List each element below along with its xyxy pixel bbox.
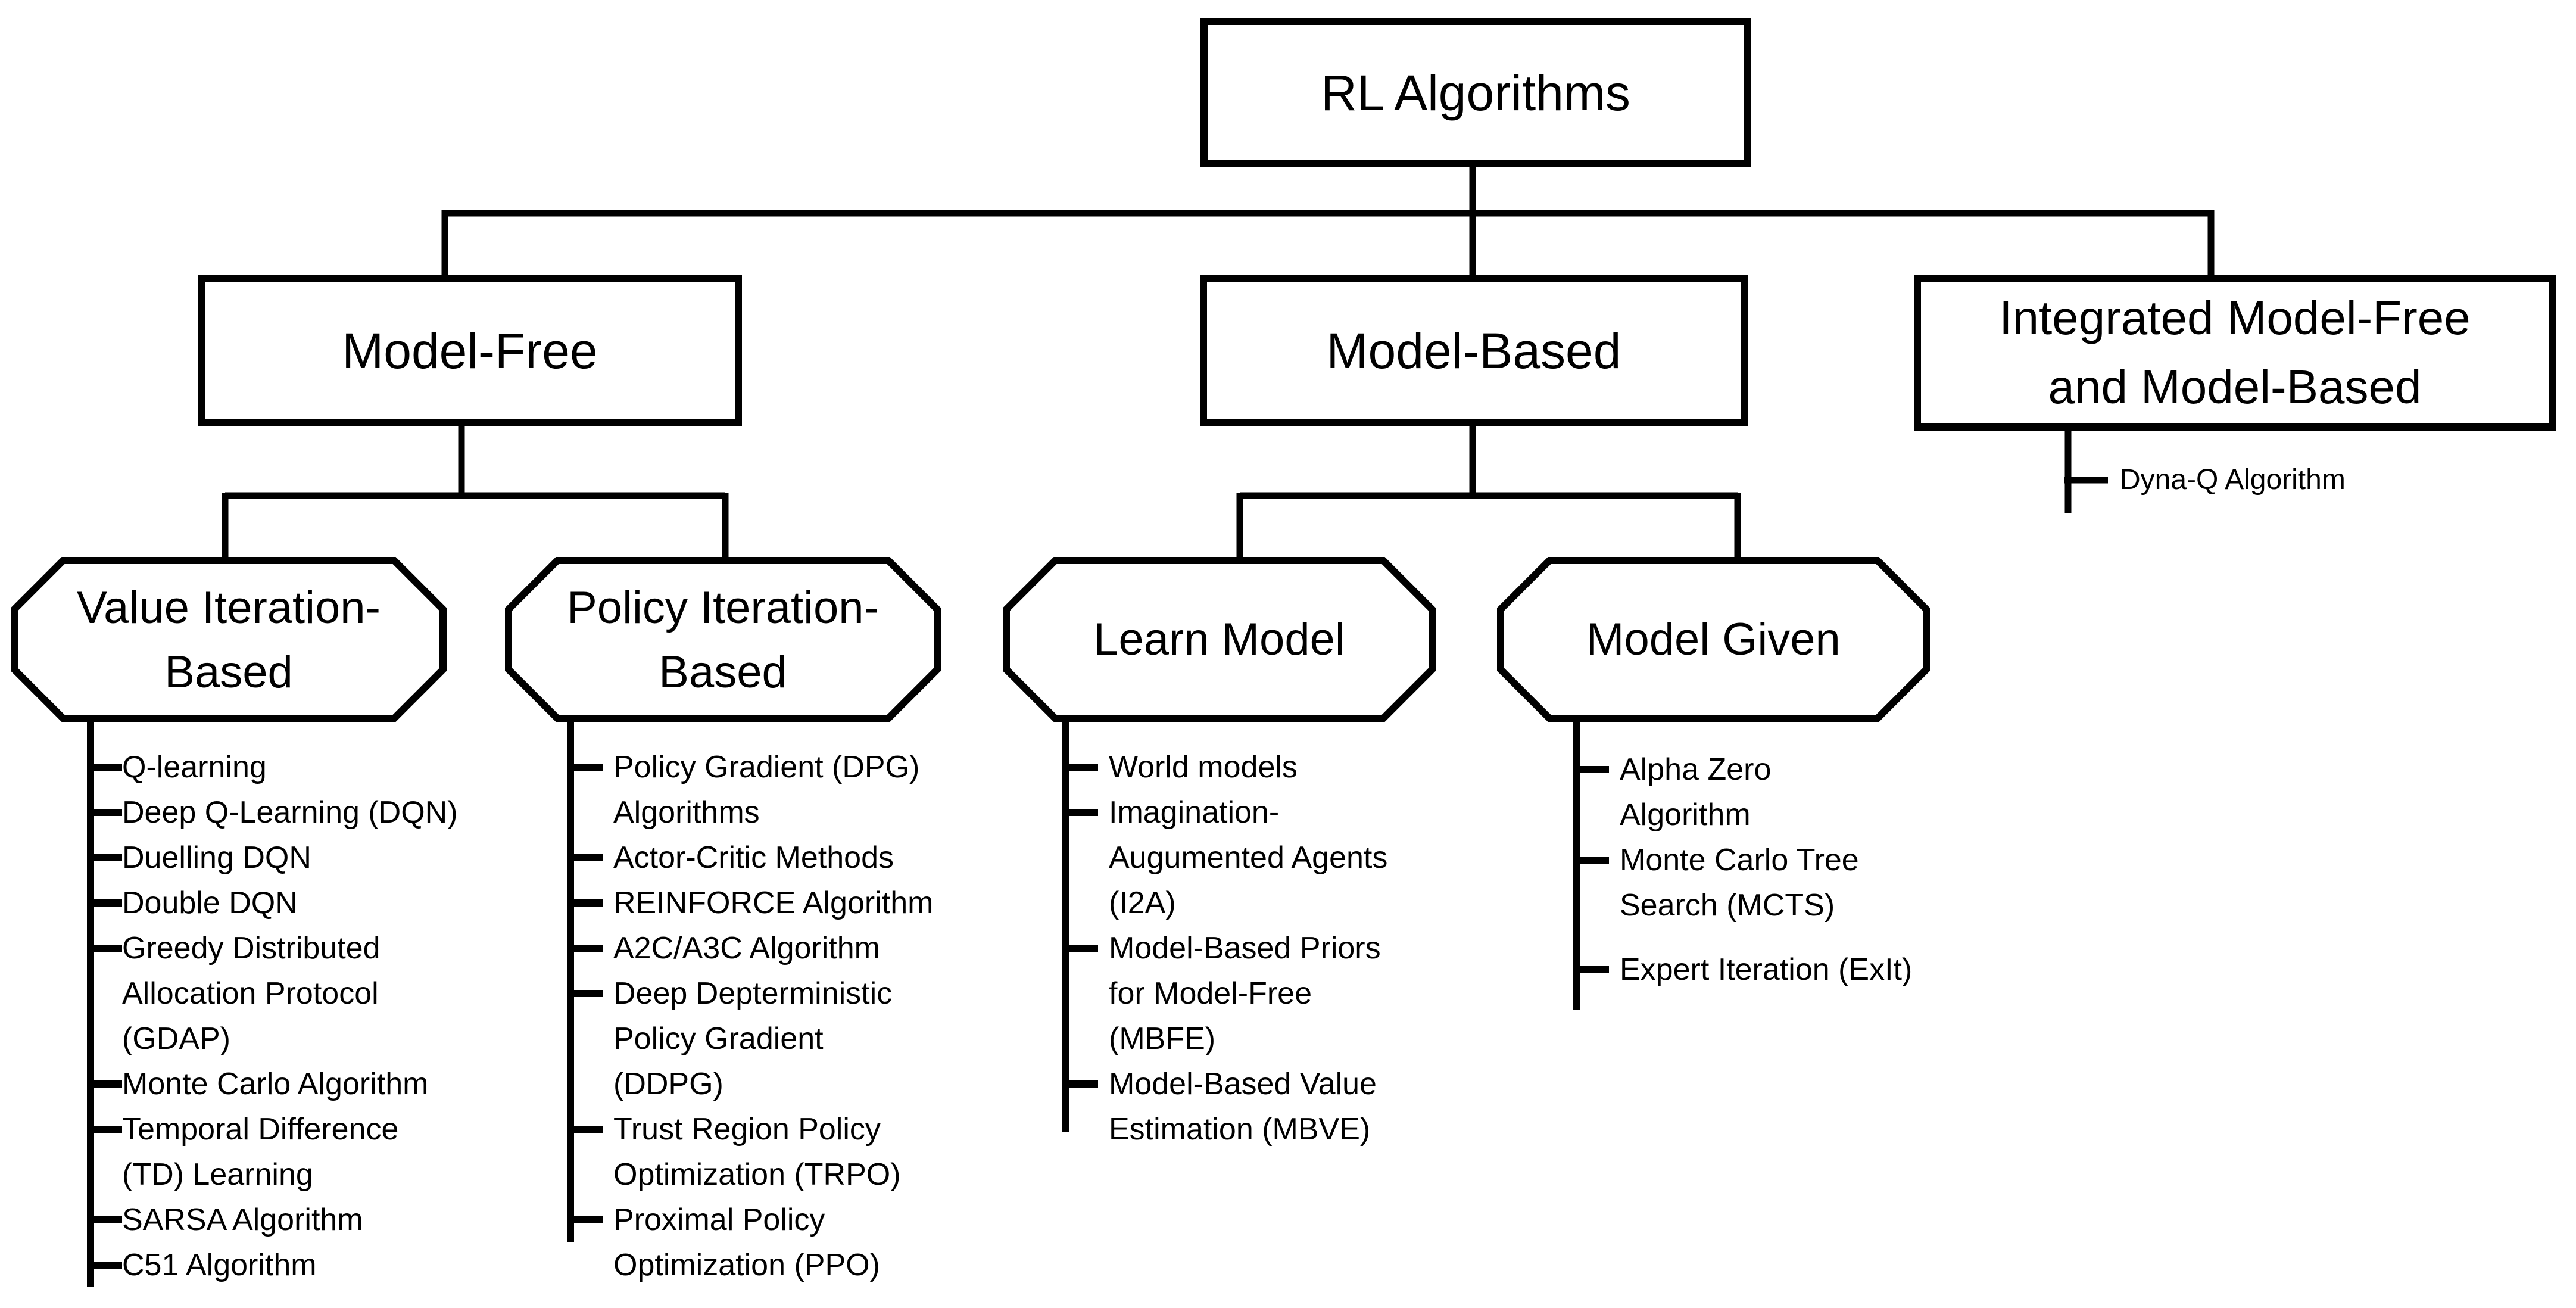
list-item: SARSA Algorithm <box>122 1203 363 1237</box>
list-item: Temporal Difference (TD) Learning <box>122 1112 399 1192</box>
model-given-label: Model Given <box>1586 614 1841 665</box>
integrated-label: Integrated Model-Free and Model-Based <box>1999 291 2471 413</box>
list-item: Monte Carlo Tree Search (MCTS) <box>1620 843 1859 923</box>
policy-iteration-octagon <box>505 557 941 722</box>
model-free-label: Model-Free <box>342 322 598 379</box>
list-item: Q-learning <box>122 750 267 784</box>
list-item: Monte Carlo Algorithm <box>122 1067 429 1101</box>
policy-iteration-based-label: Policy Iteration- Based <box>567 583 879 697</box>
value-iteration-octagon <box>11 557 447 722</box>
model-based-box: Model-Based <box>1200 275 1748 426</box>
list-item: Policy Gradient (DPG) Algorithms <box>613 750 920 830</box>
list-item: Proximal Policy Optimization (PPO) <box>613 1203 880 1282</box>
list-item: Greedy Distributed Allocation Protocol (… <box>122 931 381 1056</box>
list-item: Alpha Zero Algorithm <box>1620 752 1772 832</box>
list-item: Deep Depterministic Policy Gradient (DDP… <box>613 976 893 1101</box>
list-item: Duelling DQN <box>122 840 311 875</box>
rl-algorithms-label: RL Algorithms <box>1321 64 1630 121</box>
learn-model-octagon <box>1003 557 1436 722</box>
list-item: Actor-Critic Methods <box>613 840 894 875</box>
list-item: Trust Region Policy Optimization (TRPO) <box>613 1112 901 1192</box>
list-item: Double DQN <box>122 886 298 920</box>
list-item: Model-Based Value Estimation (MBVE) <box>1109 1067 1377 1147</box>
model-given-octagon <box>1497 557 1930 722</box>
model-free-box: Model-Free <box>198 275 742 426</box>
list-item: C51 Algorithm <box>122 1248 317 1282</box>
list-item: Deep Q-Learning (DQN) <box>122 795 458 830</box>
list-item: A2C/A3C Algorithm <box>613 931 880 966</box>
list-item: REINFORCE Algorithm <box>613 886 934 920</box>
model-based-label: Model-Based <box>1326 322 1621 379</box>
list-item: Expert Iteration (ExIt) <box>1620 952 1913 987</box>
rl-algorithms-box: RL Algorithms <box>1200 18 1751 167</box>
list-item: Model-Based Priors for Model-Free (MBFE) <box>1109 931 1381 1056</box>
list-item: Imagination- Augumented Agents (I2A) <box>1109 795 1388 920</box>
learn-model-label: Learn Model <box>1093 614 1345 665</box>
list-item: World models <box>1109 750 1298 784</box>
integrated-model-free-model-based-box: Integrated Model-Free and Model-Based <box>1914 275 2556 431</box>
list-item: Dyna-Q Algorithm <box>2120 464 2346 496</box>
value-iteration-based-label: Value Iteration- Based <box>77 583 381 697</box>
